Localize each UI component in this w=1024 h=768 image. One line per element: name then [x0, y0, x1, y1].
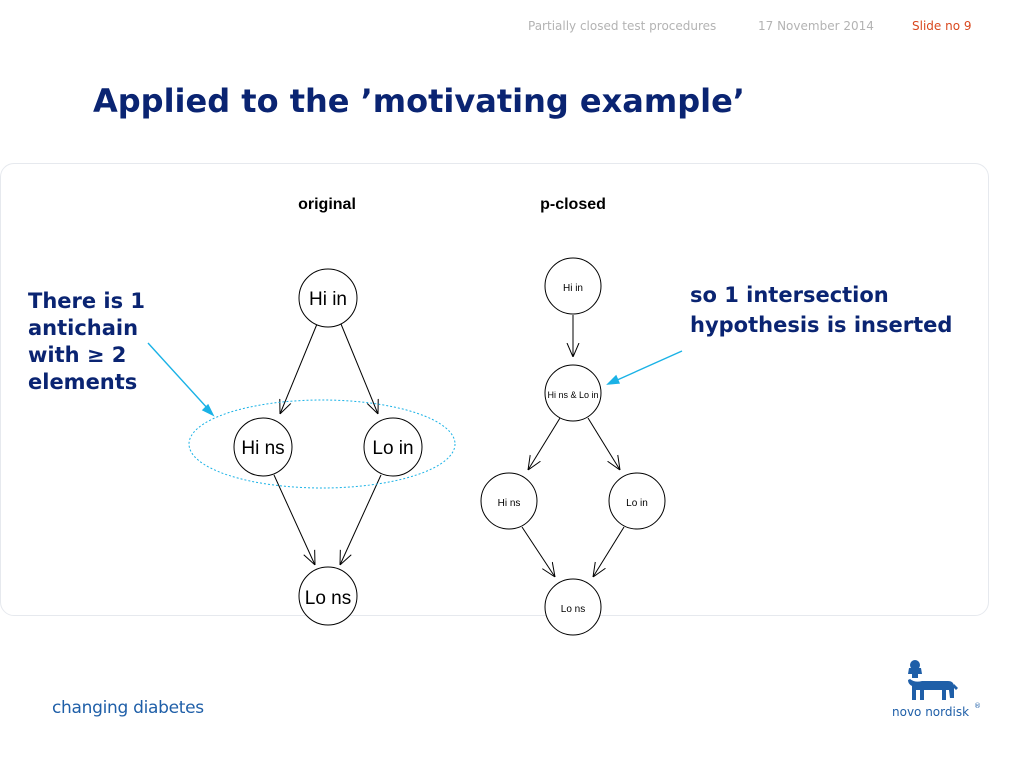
right-callout-arrowhead [606, 374, 621, 385]
node-label: Hi ns [498, 498, 521, 509]
edge-hi-in-to-lo-in [340, 323, 378, 414]
node-label: Lo ns [561, 604, 585, 615]
node-label: Lo in [626, 498, 648, 509]
apis-bull-icon: novo nordisk ® [892, 660, 981, 719]
original-node-hi-in: Hi in [298, 268, 358, 328]
slide-number: Slide no 9 [912, 19, 972, 33]
node-label: Lo ns [305, 588, 351, 609]
original-label: original [298, 196, 356, 213]
original-edges [273, 323, 382, 565]
left-callout-arrowhead [201, 403, 215, 417]
pclosed-node-hi-in: Hi in [544, 257, 602, 315]
slide-title: Applied to the ’motivating example’ [93, 82, 745, 120]
pclosed-node-hi-ns: Hi ns [480, 472, 538, 530]
original-node-lo-ns: Lo ns [298, 566, 358, 626]
edge-intersection-to-lo-in [587, 417, 620, 470]
node-label: Hi in [309, 289, 347, 310]
node-label: Hi in [563, 283, 583, 294]
pclosed-node-intersection: Hi ns & Lo in [544, 364, 602, 422]
edge-lo-in-to-lo-ns [593, 526, 625, 577]
original-node-hi-ns: Hi ns [233, 417, 293, 477]
logo-registered-mark: ® [974, 702, 981, 710]
left-callout-line [147, 342, 210, 411]
antichain-ellipse [188, 399, 456, 489]
original-node-lo-in: Lo in [363, 417, 423, 477]
novo-nordisk-logo: novo nordisk ® [888, 652, 984, 722]
presentation-title: Partially closed test procedures [528, 19, 717, 33]
callout-arrows [147, 342, 683, 417]
right-callout-line [614, 350, 683, 382]
edge-hi-in-to-hi-ns [280, 323, 318, 414]
pclosed-node-lo-ns: Lo ns [544, 578, 602, 636]
intersection-annotation: so 1 intersection hypothesis is inserted [690, 283, 953, 337]
edge-hi-ns-to-lo-ns [521, 526, 555, 577]
pclosed-node-lo-in: Lo in [608, 472, 666, 530]
edge-hi-ns-to-lo-ns [273, 474, 315, 565]
pclosed-edges [521, 315, 625, 577]
node-label: Hi ns & Lo in [547, 390, 598, 400]
node-label: Lo in [372, 438, 413, 459]
presentation-date: 17 November 2014 [758, 19, 874, 33]
content-panel [0, 163, 989, 616]
antichain-annotation: There is 1 antichain with ≥ 2 elements [28, 289, 146, 394]
footer-tagline: changing diabetes [52, 698, 204, 718]
logo-wordmark: novo nordisk [892, 705, 969, 719]
pclosed-label: p-closed [540, 196, 606, 213]
edge-intersection-to-hi-ns [528, 417, 561, 470]
node-label: Hi ns [241, 438, 284, 459]
edge-lo-in-to-lo-ns [340, 474, 382, 565]
